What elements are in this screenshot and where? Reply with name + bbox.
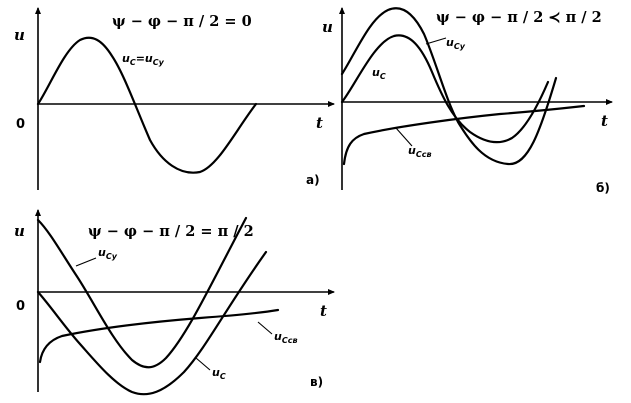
panel-b-uc-label: uC bbox=[372, 66, 386, 81]
panel-a: u t 0 ψ − φ − π / 2 = 0 uC=uCy а) bbox=[14, 7, 335, 190]
panel-c-ucsv-leader bbox=[257, 321, 273, 335]
panel-c-ucy-curve bbox=[36, 216, 248, 369]
panel-b-x-label: t bbox=[601, 112, 608, 130]
panel-c-uc-curve bbox=[36, 250, 268, 396]
panel-a-y-label: u bbox=[14, 26, 25, 44]
panel-b-ucsv-label: uCсв bbox=[408, 144, 432, 159]
panel-b-ucy-label: uCy bbox=[446, 36, 466, 51]
panel-c-x-label: t bbox=[320, 302, 327, 320]
panel-b-uc-curve bbox=[340, 34, 550, 144]
panel-b-ucy-curve bbox=[340, 7, 558, 166]
panel-b: u t ψ − φ − π / 2 ≺ π / 2 uCy uC uCсв б) bbox=[322, 7, 613, 195]
panel-b-y-label: u bbox=[322, 18, 333, 36]
panel-a-zero-label: 0 bbox=[16, 117, 25, 132]
panel-c-y-label: u bbox=[14, 222, 25, 240]
panel-c-ucy-leader bbox=[75, 257, 97, 267]
panel-c-ucsv-curve bbox=[38, 308, 280, 364]
panel-c-uc-leader bbox=[195, 357, 211, 371]
panel-b-ucsv-curve bbox=[342, 104, 586, 166]
panel-b-ucsv-leader bbox=[395, 127, 413, 147]
panel-a-formula: ψ − φ − π / 2 = 0 bbox=[112, 13, 252, 30]
panel-b-ucy-leader bbox=[425, 37, 447, 45]
panel-c: u t 0 ψ − φ − π / 2 = π / 2 uCy uCсв uC … bbox=[14, 209, 335, 396]
panel-c-label: в) bbox=[310, 375, 323, 389]
panel-b-label: б) bbox=[596, 181, 610, 195]
panel-c-ucsv-label: uCсв bbox=[274, 330, 298, 345]
panel-a-uc-curve bbox=[36, 36, 258, 174]
panel-a-curve-label: uC=uCy bbox=[122, 52, 165, 67]
panel-a-x-label: t bbox=[316, 114, 323, 132]
panel-c-ucy-label: uCy bbox=[98, 246, 118, 261]
panel-a-label: а) bbox=[306, 173, 320, 187]
panel-c-zero-label: 0 bbox=[16, 299, 25, 314]
panel-c-formula: ψ − φ − π / 2 = π / 2 bbox=[88, 223, 254, 240]
panel-b-formula: ψ − φ − π / 2 ≺ π / 2 bbox=[436, 9, 602, 26]
panel-c-uc-label: uC bbox=[212, 366, 226, 381]
